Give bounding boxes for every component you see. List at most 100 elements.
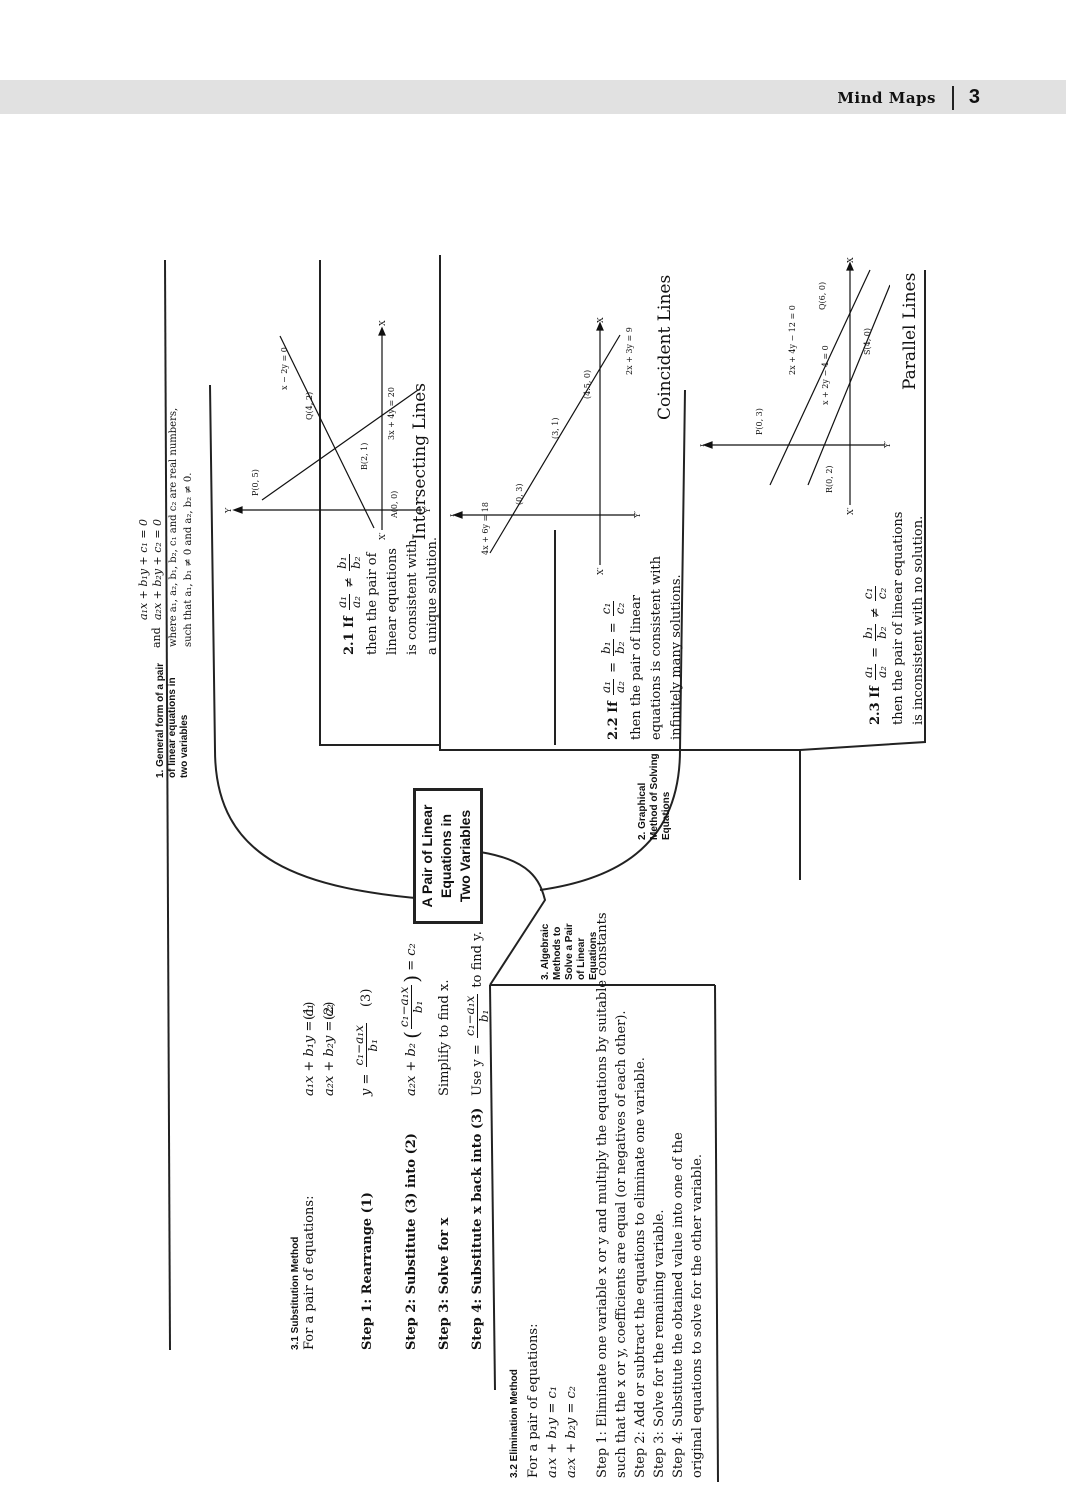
case-2-1-label: 2.1 If: [342, 616, 357, 655]
header-title: Mind Maps: [837, 89, 936, 107]
g3-y-axis: Y: [700, 442, 706, 449]
frac-den: c₂: [613, 602, 627, 615]
general-form-eq2: a₂x + b₂y + c₂ = 0: [151, 518, 164, 620]
frac-num: a₁: [335, 594, 350, 611]
g2-x-axis: X: [596, 317, 605, 323]
branch2-title-line3: Equations: [661, 791, 672, 840]
frac-den: b₂: [613, 641, 627, 654]
g1-eq1: x − 2y = 0: [280, 347, 289, 390]
general-form-where: where a₁, a₂, b₁, b₂, c₁ and c₂ are real…: [168, 407, 179, 647]
sub-step2-lhs: a₂x + b₂: [404, 1043, 419, 1096]
elim-step1-b: such that the x or y, coefficients are e…: [614, 1010, 629, 1478]
branch1-title-line1: 1. General form of a pair: [155, 662, 166, 778]
g1-point-p: P(0, 5): [251, 469, 260, 496]
g3-x-axis: X: [846, 257, 855, 263]
elimination-title: 3.2 Elimination Method: [509, 1369, 520, 1478]
sub-step1-lhs: y =: [359, 1073, 374, 1096]
sub-step4-prefix: Use y =: [470, 1044, 485, 1096]
g2-eq2: 2x + 3y = 9: [625, 327, 634, 375]
g1-eq2: 3x + 4y = 20: [387, 387, 396, 440]
g2-xneg: X′: [596, 567, 605, 575]
g3-eq2: x + 2y − 4 = 0: [821, 345, 830, 405]
g2-yneg: Y′: [633, 511, 640, 519]
branch2-title-line2: Method of Solving: [649, 753, 660, 840]
g3-caption: Parallel Lines: [900, 272, 920, 390]
header-divider: [952, 86, 954, 110]
central-topic-line3: Two Variables: [457, 809, 473, 903]
g3-point-q: Q(6, 0): [818, 282, 827, 310]
case-2-2-line3: infinitely many solutions.: [669, 574, 684, 740]
case-2-1-line4: a unique solution.: [425, 536, 440, 655]
case-2-2-op2: =: [606, 622, 621, 634]
sub-step1-text: Step 1: Rearrange (1): [360, 1192, 375, 1350]
g2-point-2: (3, 1): [551, 417, 560, 439]
graph-intersecting-lines: X Y X′ Y′ P(0, 5) Q(4, 2) A(0, 0) B(2, 1…: [224, 320, 432, 540]
branch1-title-line3: two variables: [179, 714, 190, 778]
g1-y-axis: Y: [224, 507, 233, 514]
g1-point-a: A(0, 0): [390, 491, 399, 519]
sub-step4: Step 4: Substitute x back into (3): [470, 1108, 485, 1350]
branch2-title: 2. Graphical Method of Solving Equations: [637, 753, 673, 840]
sub-tag1: (1): [302, 1001, 317, 1020]
mind-map-canvas: A Pair of Linear Equations in Two Variab…: [0, 116, 1066, 1500]
elim-step4-b: original equations to solve for the othe…: [690, 1153, 705, 1478]
frac-num: b₁: [599, 639, 614, 656]
sub-step2: Step 2: Substitute (3) into (2): [404, 1133, 419, 1350]
case-2-3-op1: =: [868, 647, 883, 658]
case-2-1-line2: linear equations: [385, 548, 400, 655]
sub-step3: Step 3: Solve for x: [437, 1218, 452, 1350]
case-2-2-label: 2.2 If: [606, 701, 621, 740]
case-2-3-label: 2.3 If: [868, 686, 883, 725]
frac-num: b₁: [335, 554, 350, 571]
frac-num: c₁−a₁x: [463, 993, 478, 1039]
substitution-intro: For a pair of equations:: [302, 1195, 317, 1350]
case-2-1-op: ≠: [342, 577, 357, 588]
frac-num: c₁−a₁x: [352, 1023, 367, 1068]
paren-right: ): [399, 974, 424, 983]
frac-den: c₂: [875, 587, 889, 600]
frac-num: c₁: [861, 585, 876, 602]
frac-den: a₂: [613, 681, 627, 694]
sub-step3-result: Simplify to find x.: [437, 979, 452, 1096]
elim-step2: Step 2: Add or subtract the equations to…: [633, 1057, 648, 1478]
g2-point-1: (0, 3): [515, 483, 524, 505]
frac-num: a₁: [599, 679, 614, 696]
frac-den: b₂: [349, 556, 363, 569]
case-2-3-op2: ≠: [868, 607, 883, 619]
central-topic: A Pair of Linear Equations in Two Variab…: [413, 788, 483, 924]
case-2-3-line1: then the pair of linear equations: [891, 511, 906, 725]
g1-x-axis: X: [378, 320, 387, 326]
g2-point-3: (4.5, 0): [583, 370, 592, 399]
frac-den: b₁: [411, 1000, 425, 1014]
sub-step4-text: Step 4: Substitute x back into (3): [470, 1107, 485, 1350]
case-2-3-line2: is inconsistent with no solution.: [911, 515, 926, 725]
branch2-title-line1: 2. Graphical: [637, 782, 648, 840]
page-number: 3: [968, 86, 980, 108]
g2-y-axis: Y: [450, 512, 456, 519]
g3-yneg: Y′: [883, 441, 890, 449]
substitution-title: 3.1 Substitution Method: [290, 1236, 301, 1350]
elimination-intro: For a pair of equations:: [526, 1323, 541, 1478]
g3-eq1: 2x + 4y − 12 = 0: [788, 305, 797, 375]
case-2-2-line2: equations is consistent with: [649, 556, 664, 740]
sub-tag3: (3): [359, 988, 374, 1008]
frac-num: b₁: [861, 624, 876, 641]
case-2-1-line3: is consistent with: [405, 539, 420, 655]
elimination-method: 3.2 Elimination Method For a pair of equ…: [505, 912, 707, 1478]
sub-step2-text: Step 2: Substitute (3) into (2): [404, 1133, 419, 1350]
g3-point-p: P(0, 3): [755, 408, 764, 435]
sub-step3-text: Step 3: Solve for x: [437, 1217, 452, 1350]
elim-step1-a: Step 1: Eliminate one variable x or y an…: [595, 912, 610, 1478]
